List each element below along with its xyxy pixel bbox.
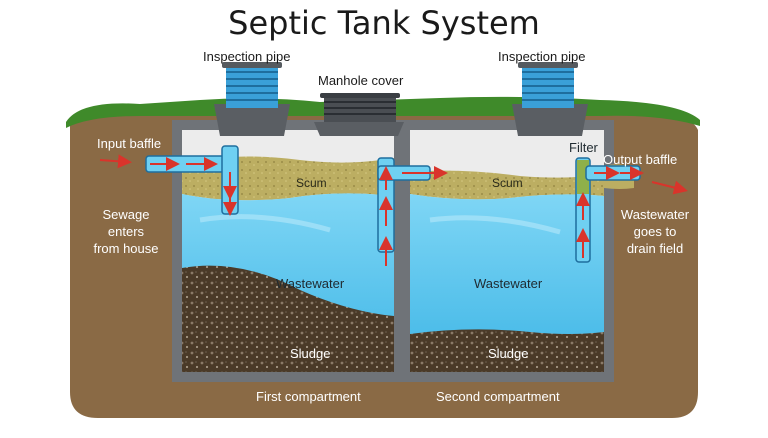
label-inspection-pipe-right: Inspection pipe [498, 49, 586, 64]
sewage-line-1: Sewage [102, 207, 150, 222]
label-sludge-first: Sludge [290, 346, 331, 361]
label-inspection-pipe-left: Inspection pipe [203, 49, 291, 64]
label-wastewater-second: Wastewater [474, 276, 543, 291]
label-input-baffle: Input baffle [97, 136, 162, 151]
label-first-compartment: First compartment [256, 389, 361, 404]
sludge-second [410, 329, 604, 372]
inspection-pipe-right [512, 62, 588, 136]
label-sludge-second: Sludge [488, 346, 529, 361]
label-second-compartment: Second compartment [436, 389, 560, 404]
label-scum-first: Scum [296, 176, 327, 190]
sewage-line-2: enters [107, 224, 145, 239]
diagram-title: Septic Tank System [228, 4, 540, 42]
water-second [410, 194, 604, 372]
manhole-cover [314, 93, 404, 136]
flow-arrows [99, 154, 688, 266]
label-wastewater-drain: Wastewater goes to drain field [614, 206, 696, 257]
sludge-first [182, 265, 394, 372]
scum-layer-second [410, 170, 604, 200]
drain-line-2: goes to [633, 224, 677, 239]
label-wastewater-first: Wastewater [276, 276, 345, 291]
label-filter: Filter [569, 140, 598, 155]
label-sewage-enters: Sewage enters from house [86, 206, 166, 257]
sewage-line-3: from house [93, 241, 159, 256]
label-manhole-cover: Manhole cover [318, 73, 404, 88]
drain-line-3: drain field [626, 241, 684, 256]
drain-line-1: Wastewater [620, 207, 690, 222]
inspection-pipe-left [214, 62, 290, 136]
label-scum-second: Scum [492, 176, 523, 190]
label-output-baffle: Output baffle [603, 152, 678, 167]
compartment-divider [394, 120, 410, 382]
